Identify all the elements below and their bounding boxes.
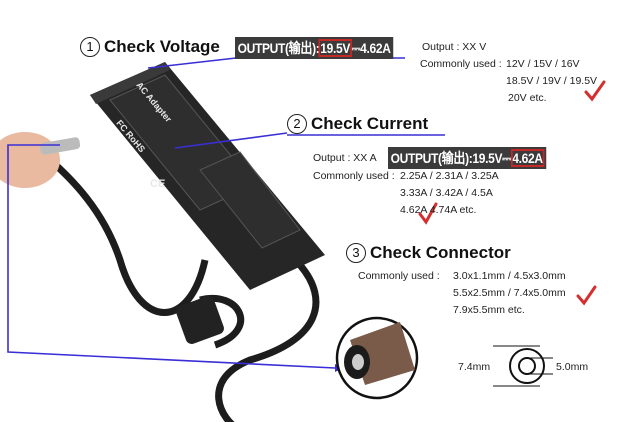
current-values-line: 4.62A 4.74A etc. (400, 204, 477, 216)
voltage-values-line: 20V etc. (508, 92, 547, 104)
voltage-values-line: 18.5V / 19V / 19.5V (506, 75, 598, 87)
output-label-voltage: OUTPUT(输出):19.5V⎓4.62A (235, 37, 394, 59)
checkmark-icon (576, 285, 597, 306)
step-title-text: Check Current (311, 114, 429, 133)
connector-values-line: 5.5x2.5mm / 7.4x5.0mm (453, 287, 566, 299)
checkmark-icon (584, 80, 606, 102)
dc-symbol: ⎓ (502, 150, 512, 166)
step-title-text: Check Connector (370, 243, 511, 262)
dc-symbol: ⎓ (350, 40, 361, 56)
connector-size-diagram (493, 345, 553, 387)
connector-pin (352, 354, 364, 370)
current-commonly-used-label: Commonly used : (313, 170, 395, 182)
label-voltage: 19.5V (472, 150, 503, 166)
cable-tie (176, 296, 224, 344)
voltage-values-line: 12V / 15V / 16V (506, 58, 580, 70)
step3-title: 3 Check Connector (346, 243, 511, 263)
label-prefix: OUTPUT(输出): (390, 150, 473, 166)
current-values-line: 3.33A / 3.42A / 4.5A (400, 187, 493, 199)
checkmark-icon (418, 202, 438, 225)
voltage-highlight: 19.5V (318, 39, 352, 57)
current-output-text: Output : XX A (313, 152, 377, 164)
label-prefix: OUTPUT(输出): (237, 40, 320, 56)
inner-diameter-label: 5.0mm (556, 361, 589, 373)
step-number-badge: 1 (80, 37, 100, 57)
voltage-commonly-used-label: Commonly used : (420, 58, 502, 70)
step-number-badge: 3 (346, 243, 366, 263)
cable-to-tip (37, 147, 209, 316)
outer-diameter-label: 7.4mm (458, 361, 491, 373)
step-number-badge: 2 (287, 114, 307, 134)
adapter-edge (90, 62, 170, 104)
connector-values-line: 3.0x1.1mm / 4.5x3.0mm (453, 270, 566, 282)
adapter-spec-panel (199, 151, 301, 249)
label-current: 4.62A (360, 40, 391, 56)
cable-loop (215, 262, 320, 422)
current-highlight: 4.62A (510, 149, 545, 167)
adapter-marking-ce: CE (150, 178, 166, 190)
step2-title: 2 Check Current (287, 114, 428, 134)
connector-values-line: 7.9x5.5mm etc. (453, 304, 525, 316)
connector-tip (39, 137, 81, 155)
voltage-output-text: Output : XX V (422, 41, 487, 53)
output-label-current: OUTPUT(输出):19.5V⎓4.62A (388, 147, 547, 169)
hand (0, 132, 60, 188)
step1-title: 1 Check Voltage (80, 37, 220, 57)
step-title-text: Check Voltage (104, 37, 220, 56)
connector-commonly-used-label: Commonly used : (358, 270, 440, 282)
current-values-line: 2.25A / 2.31A / 3.25A (400, 170, 499, 182)
